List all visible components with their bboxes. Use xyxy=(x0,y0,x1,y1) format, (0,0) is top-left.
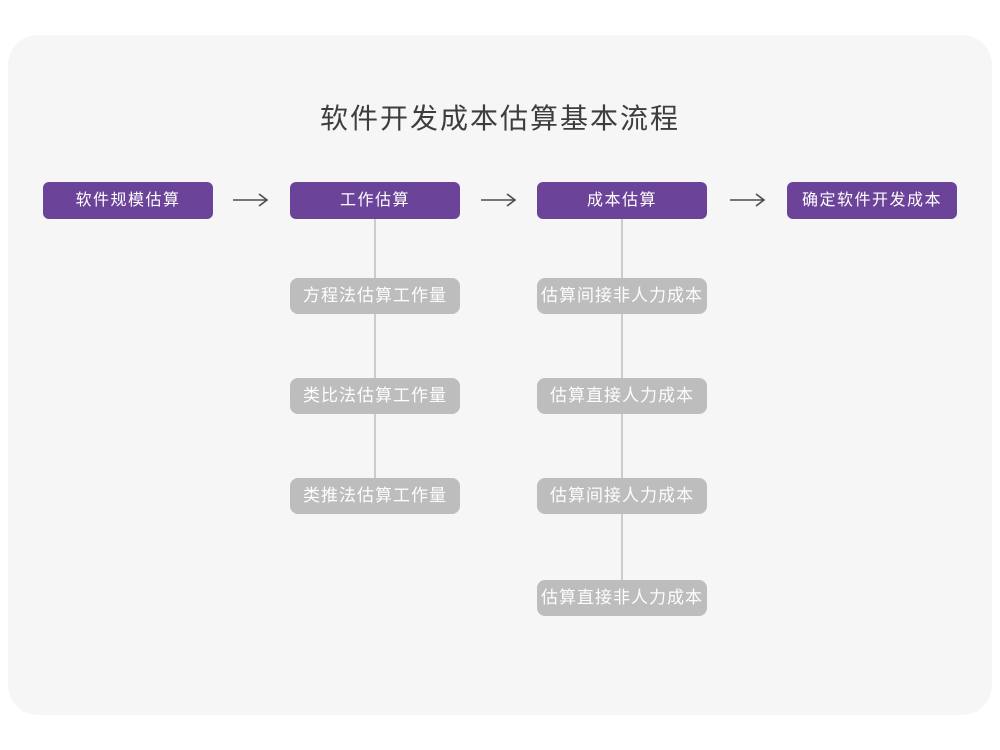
substep-extrapolation-method: 类推法估算工作量 xyxy=(290,478,460,514)
substep-direct-nonlabor-cost: 估算直接非人力成本 xyxy=(537,580,707,616)
flow-node-cost-estimation: 成本估算 xyxy=(537,182,707,219)
connector-line-work xyxy=(374,219,376,479)
arrow-right-icon xyxy=(231,192,271,208)
diagram-card: 软件开发成本估算基本流程 软件规模估算 工作估算 成本估算 确定软件开发成本 xyxy=(8,35,992,715)
substep-indirect-nonlabor-cost: 估算间接非人力成本 xyxy=(537,278,707,314)
diagram-title: 软件开发成本估算基本流程 xyxy=(319,103,680,134)
substep-analogy-method: 类比法估算工作量 xyxy=(290,378,460,414)
flow-node-work-estimation: 工作估算 xyxy=(290,182,460,219)
arrow-right-icon xyxy=(728,192,768,208)
substep-equation-method: 方程法估算工作量 xyxy=(290,278,460,314)
arrow-right-icon xyxy=(479,192,519,208)
substep-direct-labor-cost: 估算直接人力成本 xyxy=(537,378,707,414)
substep-indirect-labor-cost: 估算间接人力成本 xyxy=(537,478,707,514)
flow-node-determine-cost: 确定软件开发成本 xyxy=(787,182,957,219)
flow-node-scale-estimation: 软件规模估算 xyxy=(43,182,213,219)
